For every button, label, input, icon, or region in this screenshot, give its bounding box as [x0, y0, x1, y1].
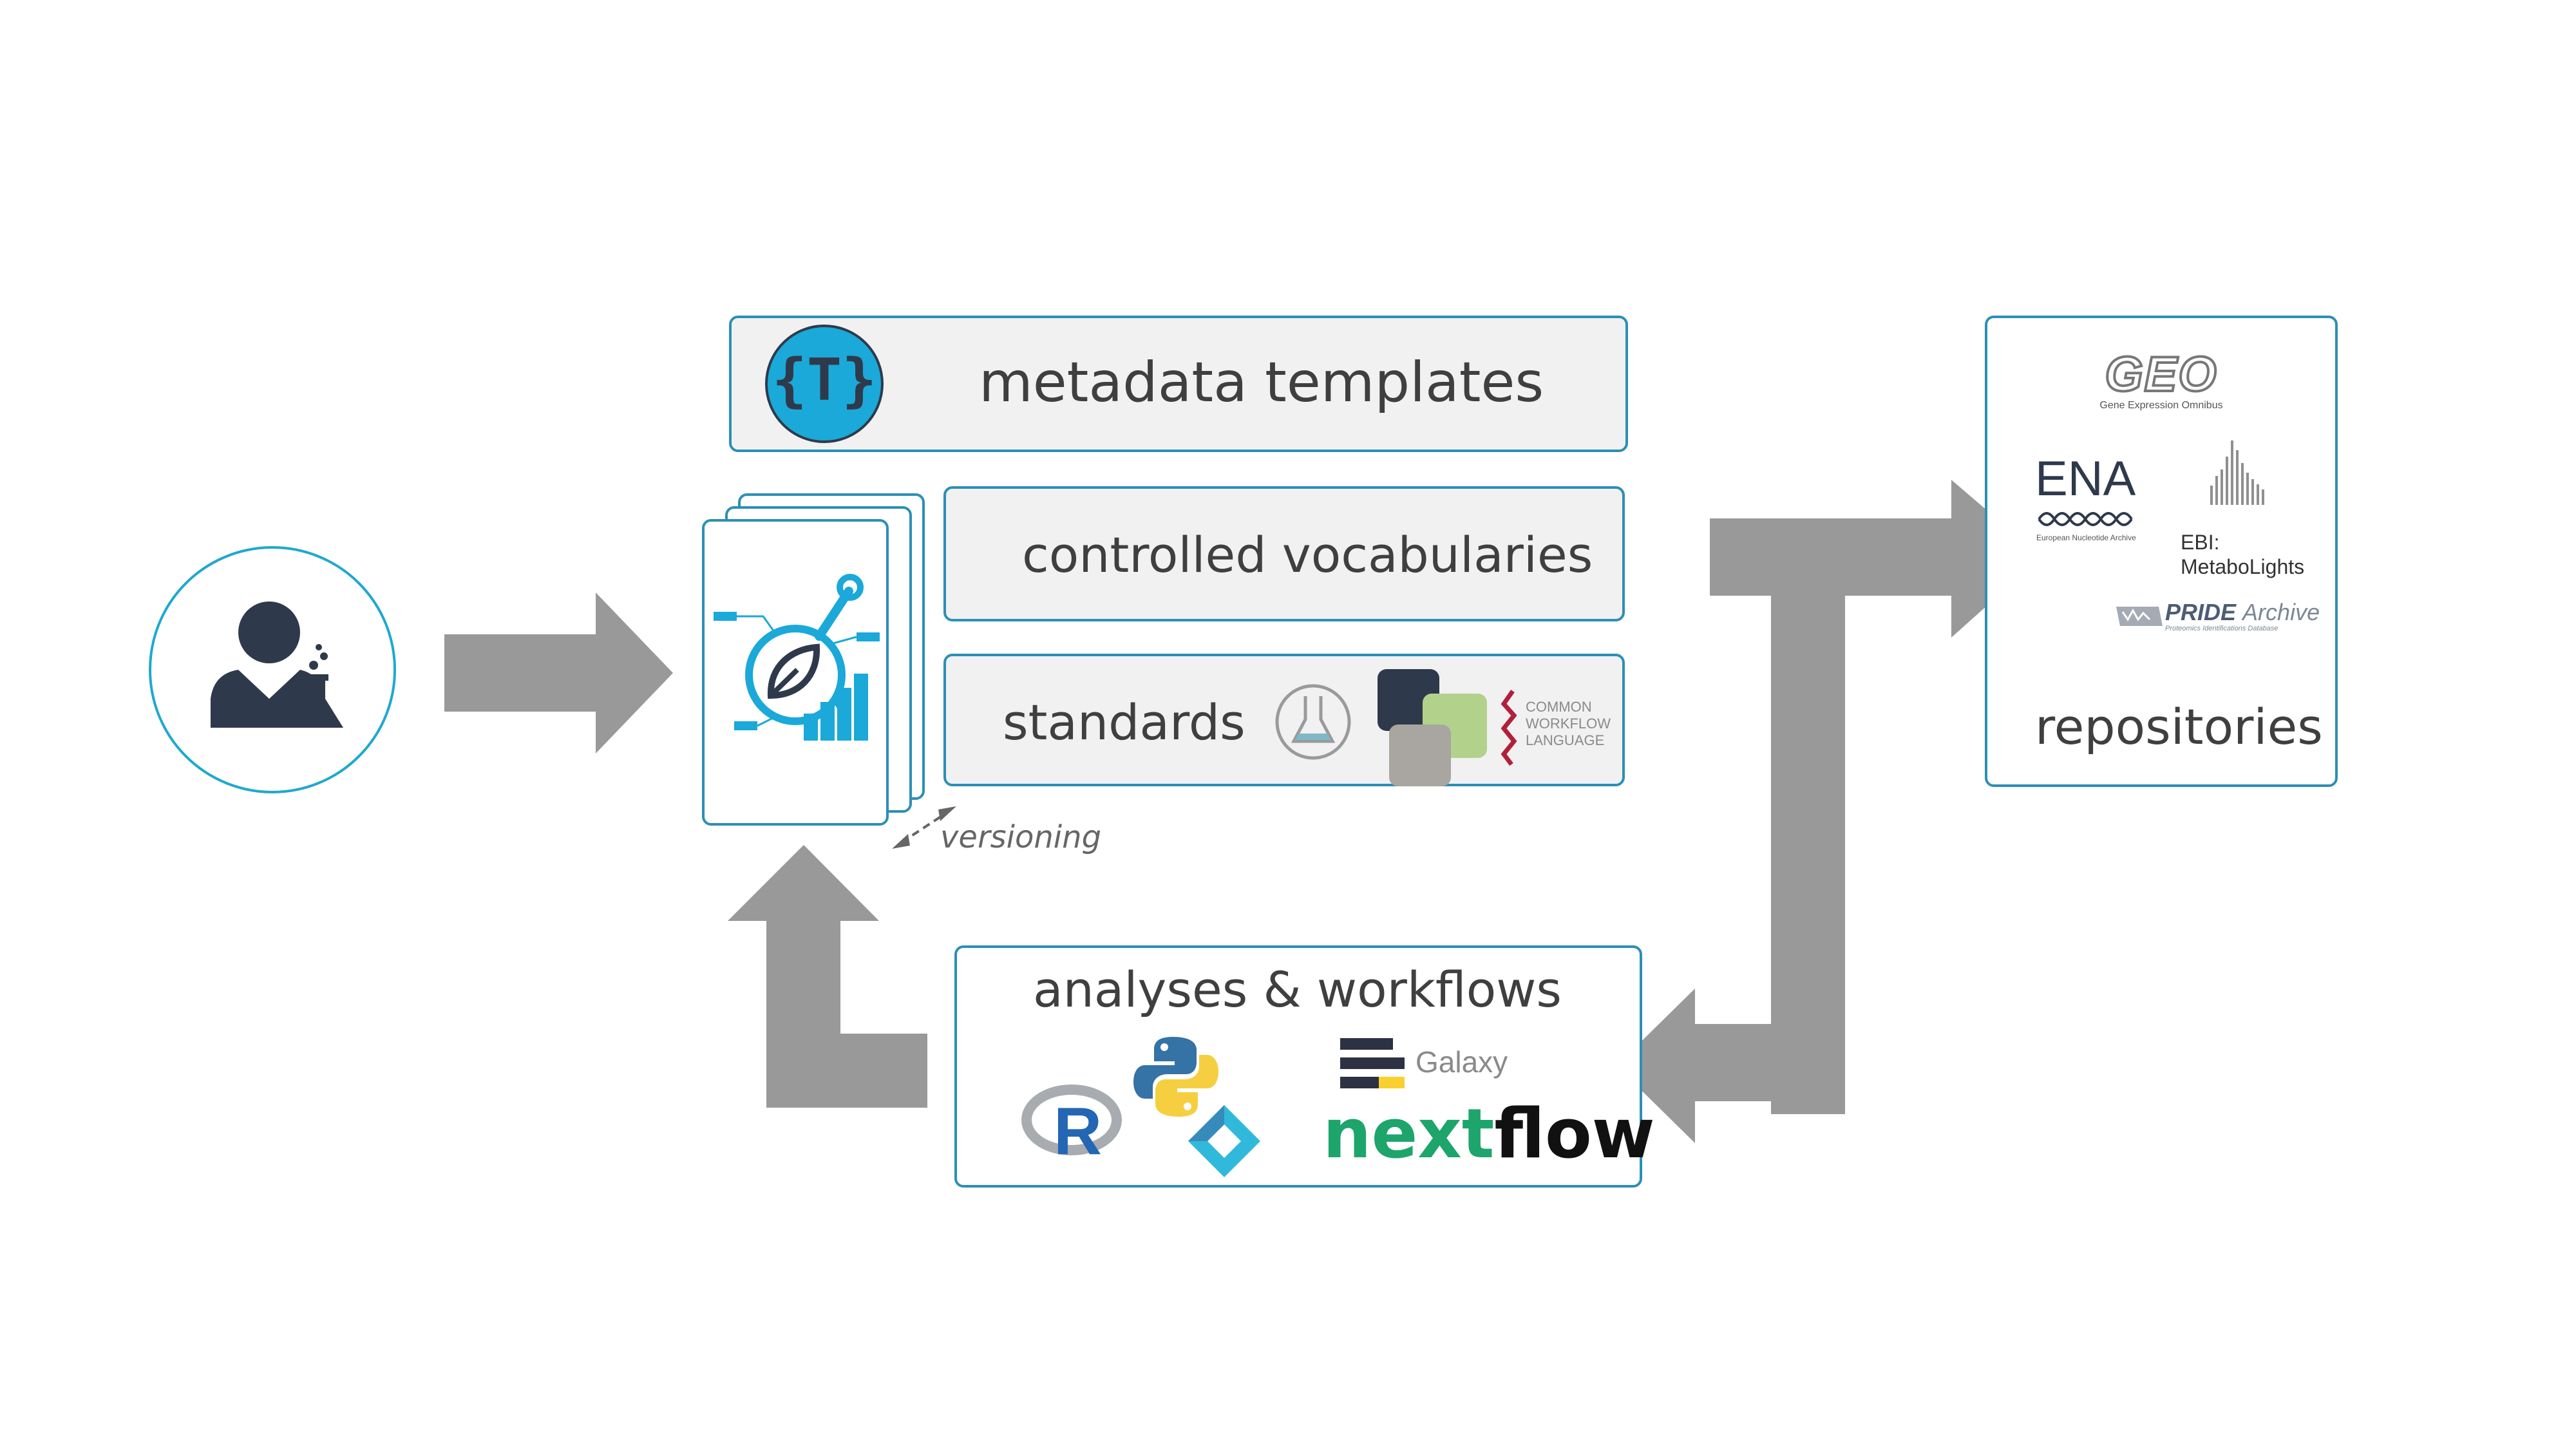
repositories-label: repositories [2035, 698, 2323, 755]
cwl-line2: WORKFLOW [1526, 715, 1611, 732]
controlled-vocabularies-label: controlled vocabularies [1022, 526, 1593, 583]
isa-tools-logo [714, 574, 880, 741]
pride-logo-text: PRIDE Archive [2165, 599, 2320, 626]
repositories-box: GEO Gene Expression Omnibus ENA European… [1985, 316, 2338, 787]
ebi-label-line2: MetaboLights [2181, 555, 2305, 578]
pride-archive-word: Archive [2242, 599, 2320, 625]
metadata-templates-label: metadata templates [979, 350, 1544, 415]
r-logo-icon: R [1021, 1084, 1124, 1169]
geo-subtitle: Gene Expression Omnibus [2099, 400, 2223, 411]
pride-word: PRIDE [2165, 599, 2237, 625]
cwl-line3: LANGUAGE [1526, 732, 1605, 748]
repositories-to-analyses-arrow [1616, 766, 1845, 1143]
standards-box: standards COMMON WORKFLOW LANGUAGE [943, 654, 1625, 786]
scientist-with-flask-icon [211, 601, 343, 728]
controlled-vocabularies-box: controlled vocabularies [943, 486, 1625, 621]
analyses-workflows-label: analyses & workflows [1033, 961, 1562, 1018]
standards-squares-logo [1378, 669, 1487, 786]
nextflow-logo: nextflow [1323, 1100, 1655, 1168]
versioning-label: versioning [940, 819, 1102, 855]
geo-logo: GEO Gene Expression Omnibus [1987, 346, 2335, 412]
template-t-braces-icon: {T} [765, 325, 884, 443]
ena-logo-text: ENA [2035, 451, 2136, 506]
geo-logo-text: GEO [2104, 346, 2218, 403]
isa-metadata-document-stack-icon [702, 493, 925, 826]
fsharp-logo-icon [1188, 1105, 1260, 1177]
nextflow-next: next [1323, 1094, 1495, 1173]
ena-subtitle: European Nucleotide Archive [2036, 533, 2136, 542]
cwl-line1: COMMON [1526, 699, 1592, 715]
metabolights-spectrum-icon [2210, 440, 2264, 505]
versioning-arrow [892, 806, 956, 849]
ebi-label-line1: EBI: [2181, 531, 2220, 554]
python-logo-icon [1133, 1037, 1218, 1117]
standards-label: standards [1003, 694, 1245, 751]
galaxy-label: Galaxy [1416, 1045, 1508, 1079]
r-letter: R [1054, 1094, 1103, 1169]
analyses-to-isa-arrow [728, 845, 927, 1108]
pride-subtitle: Proteomics Identifications Database [2165, 625, 2278, 632]
ena-wave-icon [2038, 512, 2133, 526]
cwl-logo-icon [1501, 689, 1517, 766]
pride-logo-icon [2116, 607, 2163, 626]
metadata-templates-box: {T} metadata templates [729, 316, 1628, 452]
galaxy-logo-icon [1340, 1038, 1411, 1096]
user-node [149, 546, 396, 793]
flask-logo-icon [1275, 684, 1351, 760]
nextflow-flow: flow [1494, 1094, 1655, 1173]
analyses-workflows-box: analyses & workflows R Galaxy nextflow [954, 945, 1655, 1188]
user-to-isa-arrow [444, 592, 673, 753]
